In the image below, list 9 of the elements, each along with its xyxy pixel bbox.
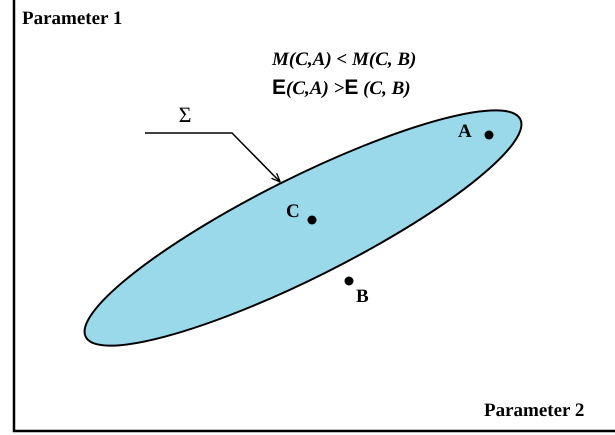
axis-label: Parameter 1 (22, 8, 122, 30)
formula-text: E(C,A) >E (C, B) (272, 76, 411, 100)
point-label: A (458, 121, 472, 143)
point-label: C (286, 201, 300, 223)
symbol-label: Σ (170, 100, 200, 130)
leader-line (145, 132, 281, 183)
formula-text: M(C,A) < M(C, B) (272, 49, 416, 71)
point-label: B (356, 286, 369, 308)
axis-label: Parameter 2 (484, 400, 584, 422)
